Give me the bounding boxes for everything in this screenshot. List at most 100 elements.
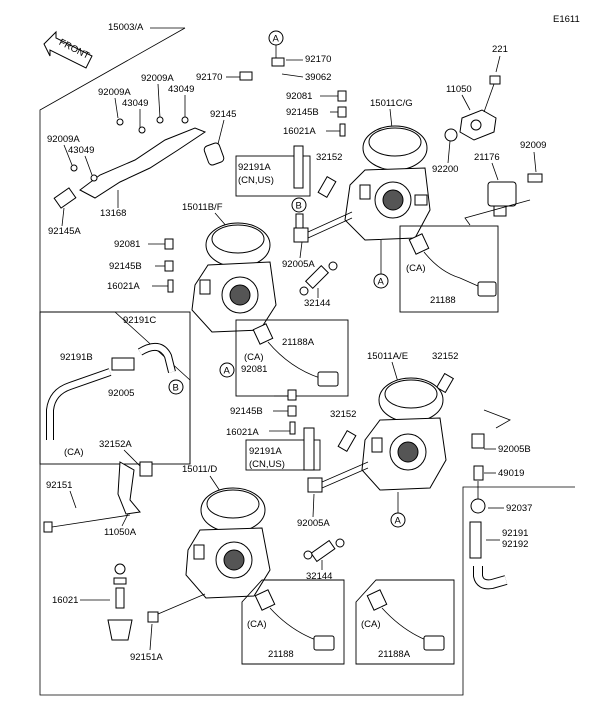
label-16021: 16021 — [52, 595, 78, 606]
label-92037: 92037 — [506, 503, 532, 514]
spring-92145A-part — [53, 187, 77, 209]
label-32152A: 32152A — [99, 439, 132, 450]
label-43049-3: 43049 — [68, 145, 94, 156]
pipe-32144-1-part — [299, 261, 338, 296]
callout-b-lower: B — [168, 379, 184, 395]
label-92081-3: 92081 — [241, 364, 267, 375]
label-15011AE: 15011A/E — [367, 351, 408, 362]
note-cnus-1: (CN,US) — [238, 175, 274, 186]
label-21176: 21176 — [474, 152, 500, 163]
assembly-outline — [39, 27, 575, 696]
jet-16021A-3-part — [289, 421, 296, 435]
box-21188-upper — [399, 225, 499, 313]
screw-92151A-part — [147, 593, 206, 623]
jet-16021A-2-part — [167, 279, 174, 293]
label-92191: 92191 — [502, 528, 528, 539]
label-15011CG: 15011C/G — [370, 98, 413, 109]
pipe-32152-3-part — [337, 430, 357, 452]
callout-b-upper: B — [291, 197, 307, 213]
screw-92151-part — [43, 514, 131, 533]
elbow-92192-part — [473, 566, 508, 590]
label-21188A-1: 21188A — [282, 337, 315, 348]
svg-text:A: A — [395, 516, 402, 527]
svg-text:B: B — [173, 383, 179, 394]
cover-11050A-part — [117, 461, 141, 515]
harness-21188-1-part — [408, 233, 497, 297]
label-32144-2: 32144 — [306, 571, 332, 582]
jet-92081-3-part — [287, 389, 297, 401]
fitting-92005B-part — [471, 409, 511, 449]
sensor-21176-part — [487, 181, 517, 217]
joint-92005A-1-part — [293, 211, 353, 243]
label-32152-2: 32152 — [432, 351, 458, 362]
label-92145B-3: 92145B — [230, 406, 263, 417]
carburetor-15011D-part — [185, 487, 271, 599]
svg-text:B: B — [296, 201, 302, 212]
label-221: 221 — [492, 44, 508, 55]
oring-92200-part — [444, 128, 458, 142]
carburetor-15011CG-part — [344, 125, 431, 241]
harness-21188A-1-part — [252, 323, 339, 387]
label-16021A-2: 16021A — [107, 281, 140, 292]
box-21188A-lower — [355, 579, 455, 665]
label-92009A-1: 92009A — [141, 73, 174, 84]
label-92005B: 92005B — [498, 444, 531, 455]
label-92145B-1: 92145B — [286, 107, 319, 118]
note-cnus-2: (CN,US) — [249, 459, 285, 470]
joint-92005A-2-part — [307, 461, 369, 493]
valve-49019-part — [473, 465, 484, 481]
callout-a-right: A — [373, 273, 389, 289]
label-16021A-3: 16021A — [226, 427, 259, 438]
label-92081-1: 92081 — [286, 91, 312, 102]
screw-221-part — [483, 75, 501, 113]
clamp-92037-part — [470, 498, 486, 514]
pipe-32152A-part — [139, 461, 153, 477]
label-92191A-1: 92191A — [238, 162, 271, 173]
label-92009A-2: 92009A — [98, 87, 131, 98]
jet-16021-part — [107, 563, 133, 641]
label-16021A-1: 16021A — [283, 126, 316, 137]
jet-92145B-2-part — [164, 260, 174, 272]
boot-92145-part — [203, 142, 225, 166]
box-92191A-lower — [245, 439, 321, 471]
cover-11050-part — [459, 109, 497, 141]
label-32144-1: 32144 — [304, 298, 330, 309]
tube-92191A-2-part — [303, 427, 315, 471]
front-arrow-icon: FRONT — [43, 30, 93, 69]
jet-16021A-1-part — [339, 123, 346, 137]
label-92191C: 92191C — [123, 315, 156, 326]
label-92005: 92005 — [108, 388, 134, 399]
svg-text:A: A — [273, 34, 280, 45]
label-92191B: 92191B — [60, 352, 93, 363]
pipe-32152-1-part — [317, 176, 337, 198]
label-92170-left: 92170 — [196, 72, 222, 83]
carburetor-15011AE-part — [361, 377, 447, 491]
jet-92145B-1-part — [337, 106, 347, 118]
jet-92081-1-part — [337, 90, 347, 102]
label-49019: 49019 — [498, 468, 524, 479]
jet-92145B-3-part — [287, 405, 297, 417]
label-92191A-2: 92191A — [249, 446, 282, 457]
note-ca-hose: (CA) — [64, 447, 84, 458]
label-39062: 39062 — [305, 72, 331, 83]
label-15011D: 15011/D — [182, 464, 217, 475]
label-92005A-2: 92005A — [297, 518, 330, 529]
note-ca-1: (CA) — [406, 263, 426, 274]
callout-a-bottom: A — [390, 512, 406, 528]
harness-21188-2-part — [254, 589, 335, 651]
label-43049-1: 43049 — [168, 84, 194, 95]
pipe-32152-2-part — [435, 372, 455, 394]
label-92009A-3: 92009A — [47, 134, 80, 145]
label-92145A: 92145A — [48, 226, 81, 237]
label-92151: 92151 — [46, 480, 72, 491]
note-ca-3: (CA) — [247, 619, 267, 630]
tube-92191-part — [469, 521, 482, 559]
label-13168: 13168 — [100, 208, 126, 219]
screw-92009-part — [527, 173, 543, 183]
label-92192: 92192 — [502, 539, 528, 550]
label-15011BF: 15011B/F — [182, 202, 223, 213]
svg-text:A: A — [224, 366, 231, 377]
callout-a-mid: A — [219, 362, 235, 378]
box-92191A-upper — [235, 155, 311, 197]
